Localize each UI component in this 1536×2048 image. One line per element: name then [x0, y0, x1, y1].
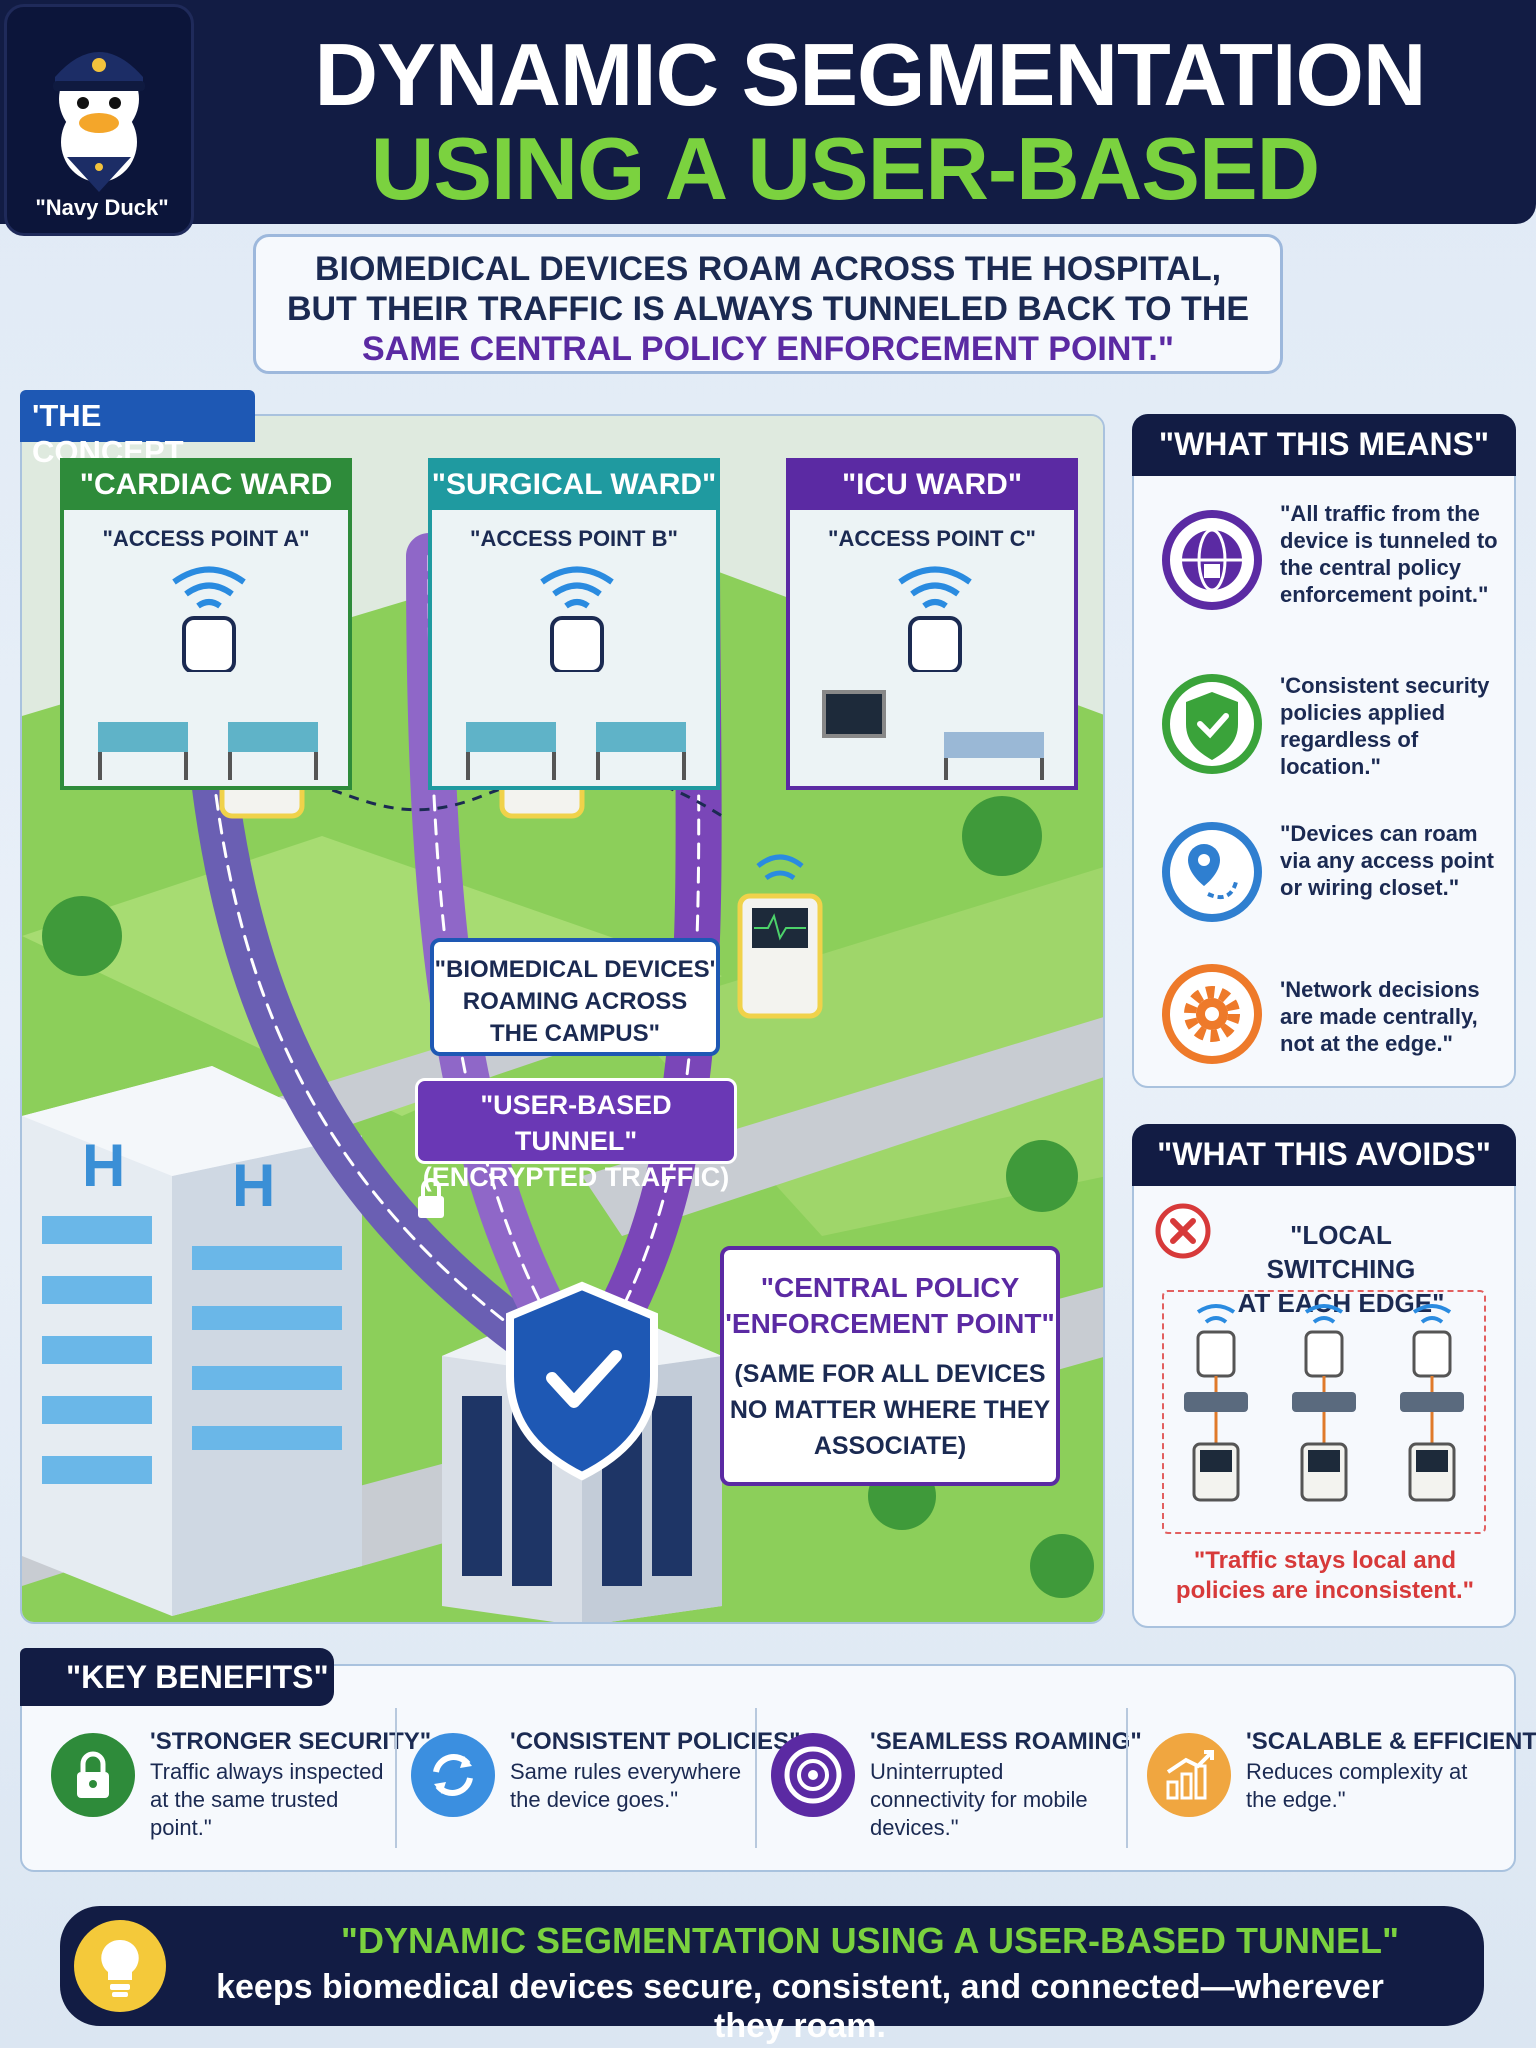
benefit-scalable-efficient: 'SCALABLE & EFFICIENT" Reduces complexit… [1146, 1720, 1536, 1850]
duck-mascot-icon [53, 52, 145, 192]
svg-text:H: H [232, 1152, 275, 1219]
summary-line2: BUT THEIR TRAFFIC IS ALWAYS TUNNELED BAC… [286, 290, 1250, 328]
header-banner [0, 0, 1536, 224]
tunnel-label-line1: "USER-BASED TUNNEL" [480, 1090, 672, 1156]
roaming-label-line2: ROAMING ACROSS [462, 988, 688, 1015]
ward-card-surgical: "SURGICAL WARD" "ACCESS POINT B" [428, 458, 720, 790]
what-this-avoids-heading: "WHAT THIS AVOIDS" [1132, 1124, 1516, 1186]
concept-tab: 'THE CONCEPT [20, 390, 255, 469]
footer-tagline: keeps biomedical devices secure, consist… [216, 1968, 1384, 2045]
roaming-label-line1: "BIOMEDICAL DEVICES' [434, 956, 716, 983]
benefit-title: 'STRONGER SECURITY" [150, 1728, 432, 1755]
avoids-title: "LOCAL SWITCHING AT EACH EDGE" [1216, 1218, 1466, 1320]
means-item-4: 'Network decisions are made centrally, n… [1160, 962, 1500, 1072]
means-item-2: 'Consistent security policies applied re… [1160, 672, 1500, 782]
benefit-divider [1126, 1708, 1128, 1848]
benefit-seamless-roaming: 'SEAMLESS ROAMING" Uninterrupted connect… [770, 1720, 1142, 1850]
hospital-bed-icon [98, 722, 318, 780]
central-label-line4: NO MATTER WHERE THEY [729, 1396, 1051, 1424]
means-item-1-text: "All traffic from the device is tunneled… [1280, 501, 1498, 607]
benefit-desc: Uninterrupted connectivity for mobile de… [870, 1759, 1088, 1840]
benefit-stronger-security: 'STRONGER SECURITY" Traffic always inspe… [50, 1720, 431, 1850]
ward-card-icu: "ICU WARD" "ACCESS POINT C" [786, 458, 1078, 790]
gear-icon [1162, 964, 1262, 1064]
access-point-icon [540, 566, 614, 672]
ward-card-cardiac: "CARDIAC WARD "ACCESS POINT A" [60, 458, 352, 790]
access-point-icon [898, 566, 972, 672]
logo-caption: "Navy Duck" [35, 195, 169, 220]
benefit-divider [395, 1708, 397, 1848]
benefit-consistent-policies: 'CONSISTENT POLICIES" Same rules everywh… [410, 1720, 800, 1850]
biomedical-device-3 [737, 854, 823, 1019]
tunnel-label: "USER-BASED TUNNEL" (ENCRYPTED TRAFFIC) [415, 1078, 737, 1192]
benefit-title: 'CONSISTENT POLICIES" [510, 1728, 801, 1755]
means-item-2-text: 'Consistent security policies applied re… [1280, 673, 1490, 779]
means-item-3: "Devices can roam via any access point o… [1160, 820, 1500, 930]
growth-chart-icon [1147, 1733, 1231, 1817]
avoids-caption-line2: policies are inconsistent." [1175, 1577, 1475, 1604]
benefit-divider [755, 1708, 757, 1848]
roaming-icon [771, 1733, 855, 1817]
ward-access-point: "ACCESS POINT C" [828, 526, 1036, 551]
summary-line3: SAME CENTRAL POLICY ENFORCEMENT POINT." [361, 330, 1175, 368]
key-benefits-heading: "KEY BENEFITS" [20, 1648, 334, 1706]
benefit-desc: Traffic always inspected at the same tru… [150, 1759, 384, 1840]
globe-lock-icon [1162, 510, 1262, 610]
benefit-desc: Same rules everywhere the device goes." [510, 1759, 742, 1812]
ward-title: "CARDIAC WARD [60, 458, 352, 510]
means-item-1: "All traffic from the device is tunneled… [1160, 500, 1500, 630]
benefit-desc: Reduces complexity at the edge." [1246, 1759, 1468, 1812]
footer-headline: "DYNAMIC SEGMENTATION USING A USER-BASED… [340, 1920, 1400, 1961]
central-label-line1: "CENTRAL POLICY [760, 1272, 1020, 1303]
avoids-title-line1: "LOCAL SWITCHING [1266, 1220, 1416, 1284]
avoids-caption: "Traffic stays local and policies are in… [1150, 1546, 1500, 1606]
central-policy-label: "CENTRAL POLICY 'ENFORCEMENT POINT" (SAM… [720, 1246, 1060, 1486]
means-item-4-text: 'Network decisions are made centrally, n… [1280, 977, 1480, 1056]
means-item-3-text: "Devices can roam via any access point o… [1280, 821, 1494, 900]
roaming-label-line3: THE CAMPUS" [489, 1020, 661, 1047]
avoids-caption-line1: "Traffic stays local and [1193, 1547, 1457, 1574]
ward-access-point: "ACCESS POINT A" [102, 526, 310, 551]
summary-line1: BIOMEDICAL DEVICES ROAM ACROSS THE HOSPI… [314, 250, 1222, 288]
ward-title: "SURGICAL WARD" [428, 458, 720, 510]
what-this-means-heading: "WHAT THIS MEANS" [1132, 414, 1516, 476]
footer-banner [60, 1906, 1484, 2026]
local-switching-diagram [1162, 1290, 1486, 1534]
access-point-icon [172, 566, 246, 672]
icu-monitor-bed-icon [822, 690, 1044, 780]
central-label-line2: 'ENFORCEMENT POINT" [725, 1308, 1055, 1339]
tunnel-label-line2: (ENCRYPTED TRAFFIC) [422, 1162, 730, 1192]
svg-text:H: H [82, 1132, 125, 1199]
shield-check-icon [1162, 674, 1262, 774]
lock-icon [51, 1733, 135, 1817]
policy-shield-icon [506, 1281, 658, 1481]
refresh-icon [411, 1733, 495, 1817]
hospital-bed-icon [466, 722, 686, 780]
benefit-title: 'SEAMLESS ROAMING" [870, 1728, 1142, 1755]
lightbulb-icon [74, 1920, 166, 2012]
benefit-title: 'SCALABLE & EFFICIENT" [1246, 1728, 1536, 1755]
local-switching-illustration [1184, 1304, 1464, 1502]
navy-duck-logo: "Navy Duck" [4, 4, 194, 236]
page-title-line1: DYNAMIC SEGMENTATION [314, 25, 1427, 124]
roaming-label: "BIOMEDICAL DEVICES' ROAMING ACROSS THE … [430, 938, 720, 1056]
cross-circle-icon [1155, 1203, 1211, 1259]
ward-title: "ICU WARD" [786, 458, 1078, 510]
central-label-line3: (SAME FOR ALL DEVICES [734, 1360, 1046, 1388]
central-label-line5: ASSOCIATE) [813, 1432, 967, 1460]
ward-access-point: "ACCESS POINT B" [470, 526, 678, 551]
location-roam-icon [1162, 822, 1262, 922]
summary-box: BIOMEDICAL DEVICES ROAM ACROSS THE HOSPI… [253, 234, 1283, 374]
